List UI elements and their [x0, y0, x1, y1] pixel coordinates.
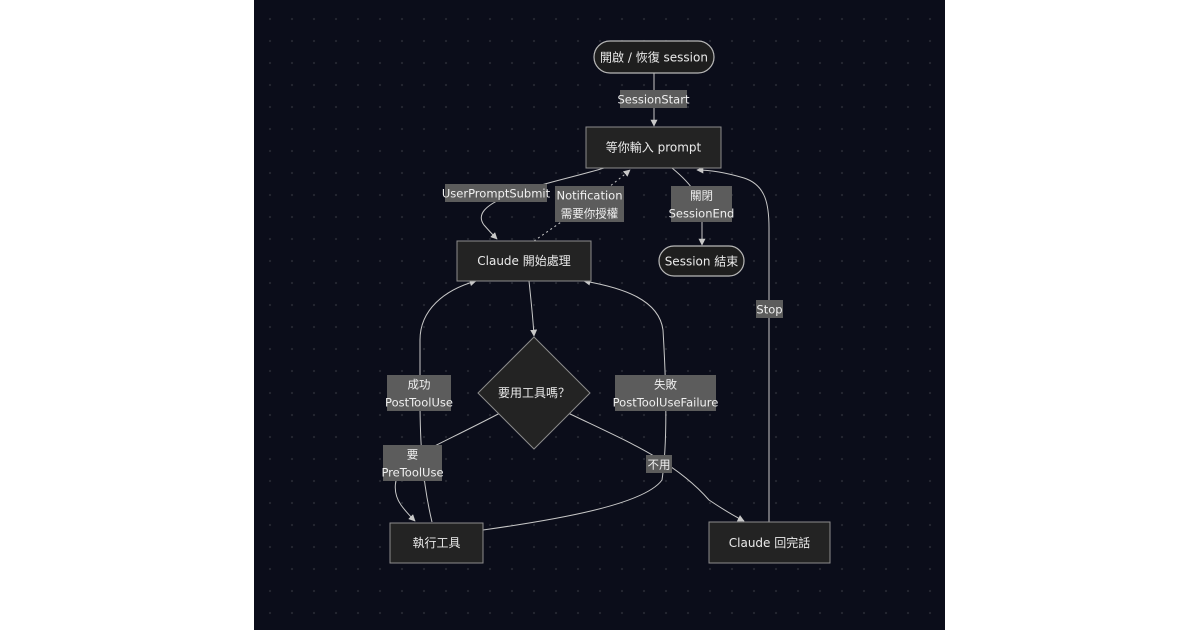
label-close: 關閉 SessionEnd	[669, 186, 735, 222]
node-decision-label: 要用工具嗎？	[498, 386, 570, 400]
label-success: 成功 PostToolUse	[385, 375, 453, 411]
node-start-label: 開啟 / 恢復 session	[600, 50, 708, 65]
label-notification-line2: 需要你授權	[561, 207, 619, 221]
edge-failure	[482, 278, 667, 531]
label-session-start: SessionStart	[618, 90, 690, 108]
label-failure-line1: 失敗	[654, 378, 677, 392]
node-decision: 要用工具嗎？	[477, 336, 591, 450]
label-no-tool: 不用	[646, 455, 672, 473]
edge-no-tool	[565, 411, 745, 522]
node-wait-prompt-label: 等你輸入 prompt	[606, 140, 702, 155]
edge-notification	[533, 169, 631, 242]
node-session-end: Session 結束	[658, 245, 745, 277]
node-claude-processing: Claude 開始處理	[456, 240, 592, 282]
label-success-line2: PostToolUse	[385, 396, 453, 410]
edges	[394, 73, 770, 531]
node-run-tool-label: 執行工具	[412, 536, 460, 550]
node-start: 開啟 / 恢復 session	[593, 40, 715, 74]
label-notification: Notification 需要你授權	[555, 186, 624, 222]
label-close-line1: 關閉	[690, 189, 713, 203]
flowchart: 開啟 / 恢復 session 等你輸入 prompt Session 結束 C…	[381, 40, 831, 564]
edge-stop	[696, 166, 770, 522]
label-stop-text: Stop	[756, 303, 782, 317]
edge-process-to-decision	[528, 280, 538, 337]
label-no-tool-text: 不用	[648, 458, 671, 472]
node-run-tool: 執行工具	[389, 522, 484, 564]
label-session-start-text: SessionStart	[618, 93, 690, 107]
label-user-prompt-submit-text: UserPromptSubmit	[442, 187, 551, 201]
edge-user-prompt-submit	[480, 167, 605, 240]
node-claude-reply-label: Claude 回完話	[729, 535, 811, 550]
diagram-canvas: 開啟 / 恢復 session 等你輸入 prompt Session 結束 C…	[254, 0, 945, 630]
label-success-line1: 成功	[408, 378, 431, 392]
label-notification-line1: Notification	[557, 189, 623, 203]
node-claude-processing-label: Claude 開始處理	[477, 254, 571, 268]
label-failure-line2: PostToolUseFailure	[613, 396, 719, 410]
node-wait-prompt: 等你輸入 prompt	[585, 126, 722, 169]
label-need-tool-line1: 要	[407, 448, 419, 462]
label-need-tool: 要 PreToolUse	[381, 445, 444, 481]
label-need-tool-line2: PreToolUse	[381, 466, 443, 480]
node-session-end-label: Session 結束	[665, 255, 739, 269]
node-claude-reply: Claude 回完話	[708, 521, 831, 564]
label-failure: 失敗 PostToolUseFailure	[613, 375, 719, 411]
label-close-line2: SessionEnd	[669, 207, 735, 221]
label-user-prompt-submit: UserPromptSubmit	[442, 184, 551, 202]
label-stop: Stop	[756, 300, 783, 318]
